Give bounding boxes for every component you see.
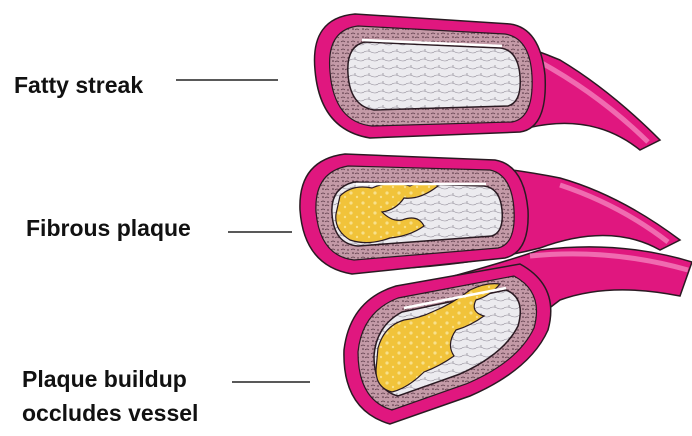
label-fatty-streak: Fatty streak [14, 70, 143, 100]
lumen [348, 42, 520, 110]
label-fibrous-plaque: Fibrous plaque [26, 213, 191, 243]
vessel-occluded [344, 247, 692, 424]
label-plaque-buildup-line1: Plaque buildup [22, 364, 187, 394]
vessel-fatty-streak [315, 14, 661, 150]
label-plaque-buildup-line2: occludes vessel [22, 398, 198, 428]
